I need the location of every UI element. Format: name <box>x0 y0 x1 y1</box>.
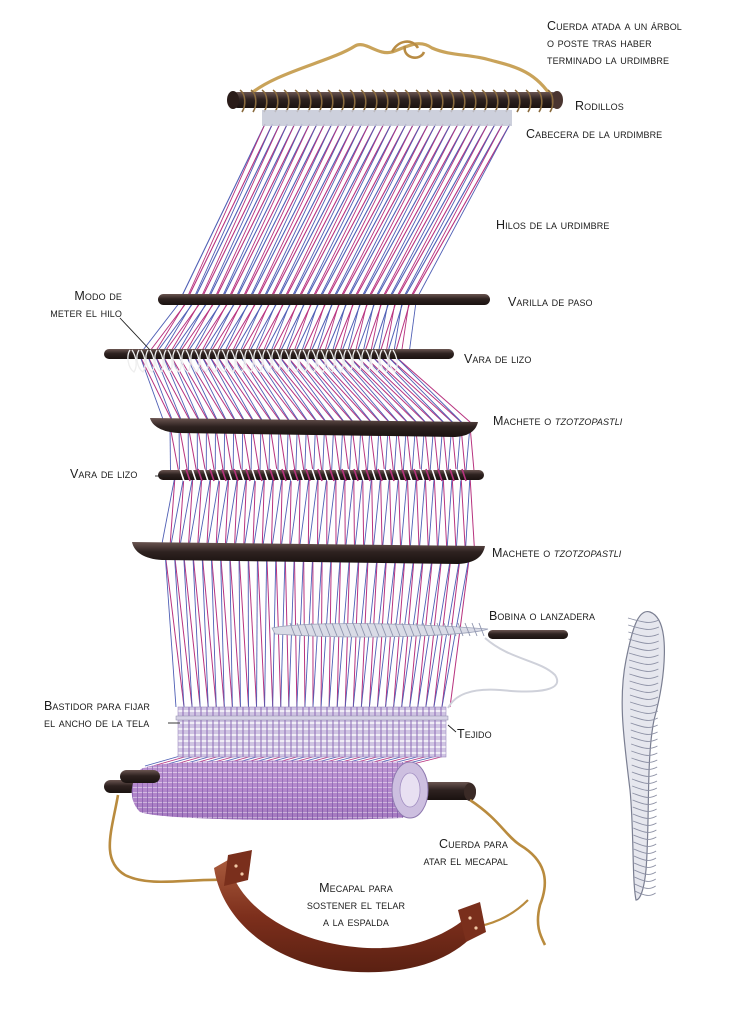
label-heddle-rod-1: Vara de lizo <box>464 352 532 366</box>
heddle-rod-2 <box>158 468 484 482</box>
batten-2 <box>132 542 485 564</box>
label-shuttle: Bobina o lanzadera <box>489 609 596 623</box>
label-threading-method: Modo de meter el hilo <box>50 289 122 320</box>
warp-threads <box>139 123 511 767</box>
label-temple: Bastidor para fijar el ancho de la tela <box>44 699 151 730</box>
heddle-rod-1 <box>104 349 454 373</box>
shed-rod <box>158 294 490 305</box>
top-roller <box>227 89 563 113</box>
right-rope <box>469 798 547 946</box>
cloth-roll <box>104 760 476 820</box>
pointer-lines <box>119 317 457 733</box>
left-rope <box>108 794 226 884</box>
label-woven-fabric: Tejido <box>457 727 492 741</box>
temple-stick <box>175 715 449 721</box>
batten-1 <box>150 418 478 437</box>
woven-fabric <box>177 706 447 758</box>
label-batten-2: Machete o tzotzopastli <box>492 546 622 560</box>
headstrap-mecapal <box>214 850 486 973</box>
warp-header <box>262 110 512 126</box>
label-shed-rod: Varilla de paso <box>508 295 593 309</box>
label-warp-threads: Hilos de la urdimbre <box>496 218 610 232</box>
label-rollers: Rodillos <box>575 99 624 113</box>
label-headstrap-rope: Cuerda para atar el mecapal <box>423 837 508 868</box>
top-rope <box>246 42 554 99</box>
label-headstrap: Mecapal para sostener el telar a la espa… <box>306 881 406 929</box>
label-rope-tied-to-tree: Cuerda atada a un árbol o poste tras hab… <box>547 19 682 67</box>
top-rope-knot <box>390 40 426 59</box>
label-warp-header: Cabecera de la urdimbre <box>526 127 663 141</box>
shuttle-bobbin <box>271 622 568 709</box>
label-heddle-rod-2: Vara de lizo <box>70 467 138 481</box>
label-batten-1: Machete o tzotzopastli <box>493 414 623 428</box>
wound-spindle <box>621 611 665 901</box>
